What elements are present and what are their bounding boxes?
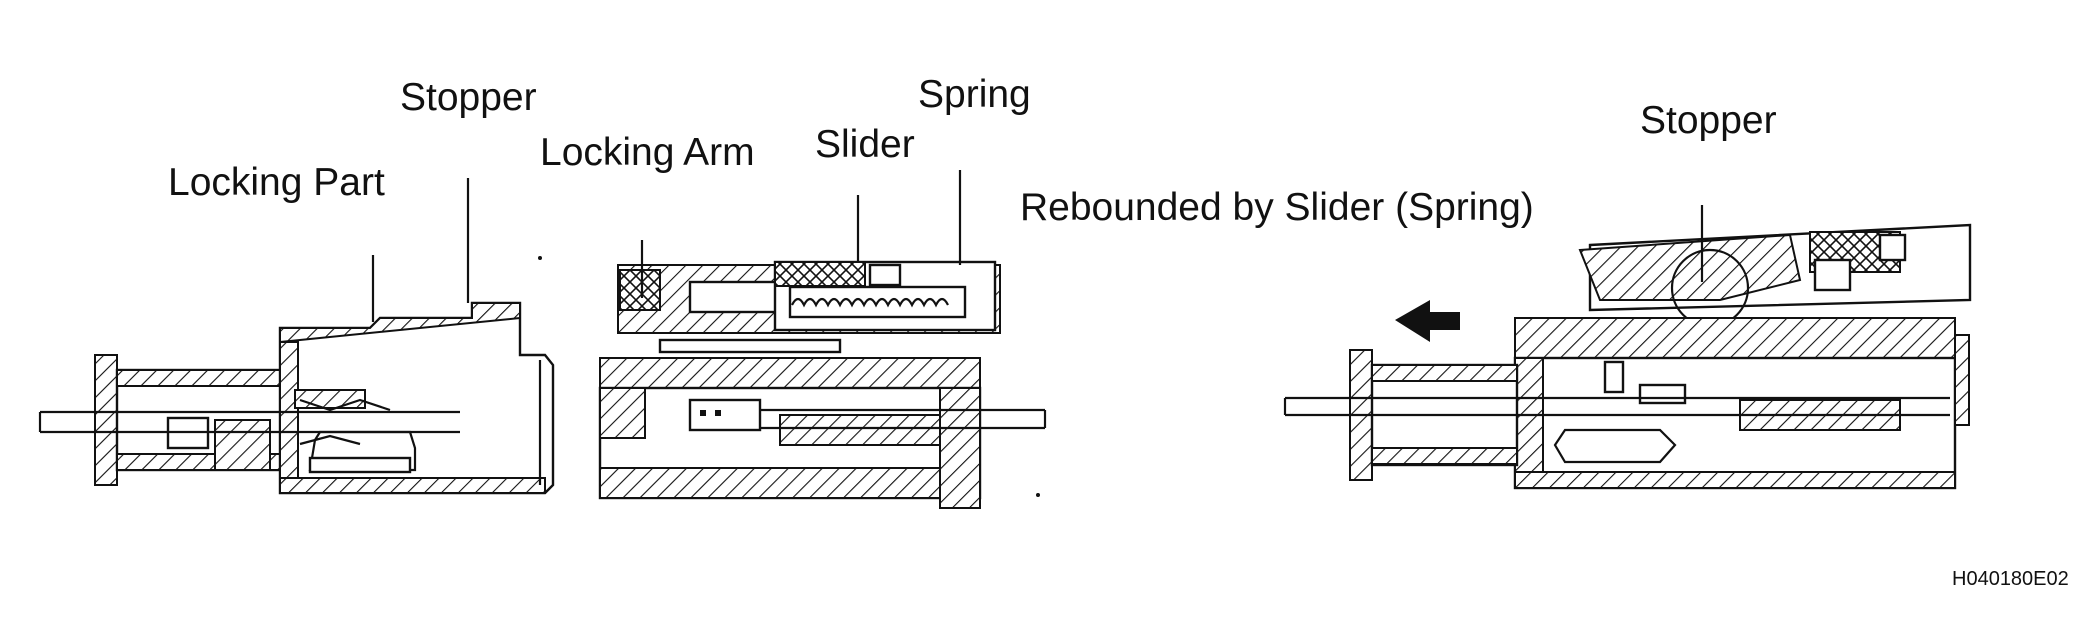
left-arrow-icon (1395, 300, 1460, 342)
figure-code: H040180E02 (1952, 568, 2069, 590)
left-connector (38, 301, 555, 495)
label-locking-arm: Locking Arm (540, 131, 755, 174)
label-slider: Slider (815, 123, 915, 166)
label-spring: Spring (918, 73, 1031, 116)
right-connector (1283, 223, 1972, 490)
middle-connector (598, 260, 1047, 509)
label-locking-part: Locking Part (168, 161, 385, 204)
label-stopper-right: Stopper (1640, 99, 1777, 142)
label-rebounded: Rebounded by Slider (Spring) (1020, 186, 1534, 229)
label-stopper-left: Stopper (400, 76, 537, 119)
leader-lines (371, 170, 1704, 322)
